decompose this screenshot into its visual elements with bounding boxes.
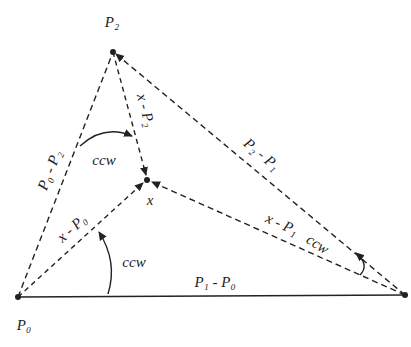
- vertex-dot: [110, 49, 116, 55]
- vector-label: x - P₁: [262, 209, 303, 239]
- ccw-arc: [80, 132, 132, 146]
- ccw-arc: [99, 232, 111, 294]
- vector-label: x - P₂: [133, 90, 159, 131]
- left-edge: [18, 52, 113, 297]
- edge-label: P₀ - P₂: [34, 146, 66, 194]
- ccw-arc: [356, 253, 364, 275]
- vertex-dot: [402, 292, 408, 298]
- vertex-label: P₀: [15, 317, 33, 334]
- orientation-label: ccw: [120, 254, 147, 271]
- bottom-edge: [18, 295, 405, 297]
- orientation-label: ccw: [302, 230, 334, 258]
- vertex-dot: [15, 294, 21, 300]
- vector-label: x - P₀: [53, 209, 92, 246]
- edge-label: P₁ - P₀: [192, 274, 237, 291]
- point-dot: [144, 177, 150, 183]
- edge-label: P₂ - P₁: [239, 133, 284, 175]
- vector-x-p0: [18, 183, 143, 297]
- orientation-label: ccw: [90, 152, 117, 169]
- vertex-label: P₂: [103, 14, 121, 31]
- vector-x-p1: [152, 182, 405, 295]
- point-label: x: [145, 192, 156, 209]
- right-edge: [116, 54, 405, 295]
